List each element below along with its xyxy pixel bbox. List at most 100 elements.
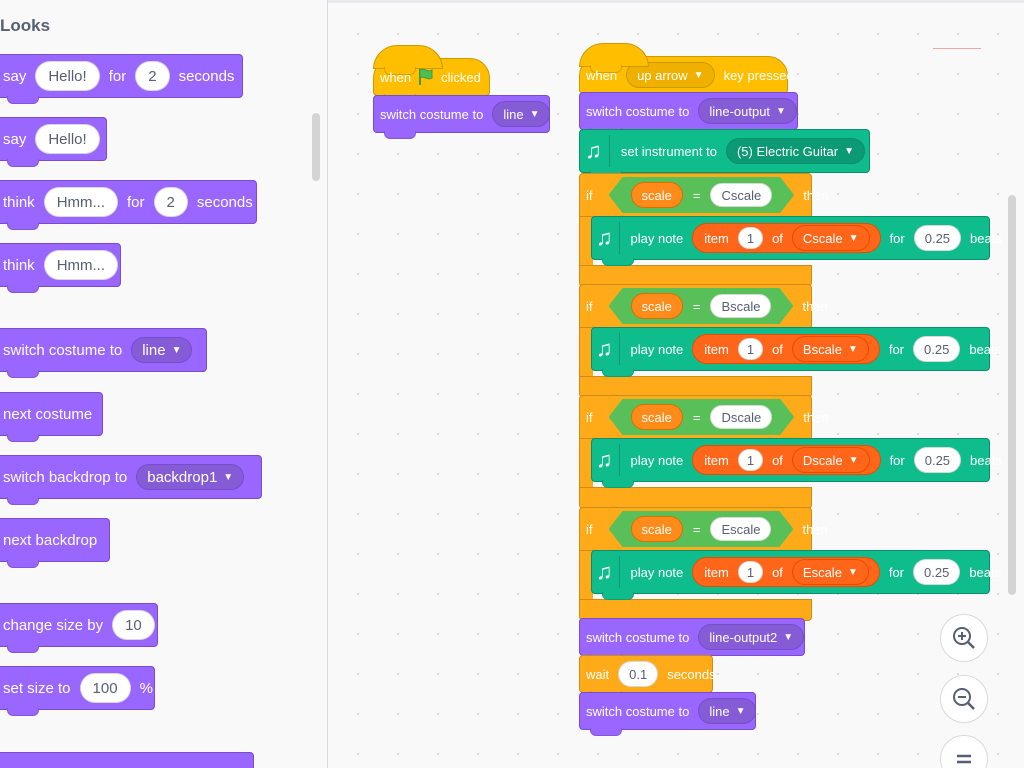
workspace-top-edge [328,0,1024,3]
beats-input[interactable]: 0.25 [913,225,962,251]
seconds-input[interactable]: 2 [153,187,188,217]
workspace-scrollbar[interactable] [1008,195,1016,595]
zoom-reset-button[interactable] [940,735,988,768]
item-of-list-reporter[interactable]: item 1 of Escale▼ [692,557,880,587]
if-arm [579,328,593,376]
chevron-down-icon: ▼ [847,566,858,578]
chevron-down-icon: ▼ [783,631,794,643]
chevron-down-icon: ▼ [171,344,182,356]
if-footer [579,487,812,509]
switch-costume-block[interactable]: switch costume to line▼ [373,95,551,139]
item-index-input[interactable]: 1 [737,449,764,471]
when-key-pressed-block[interactable]: when up arrow▼ key pressed [579,43,794,100]
costume-dropdown[interactable]: line▼ [492,101,551,127]
list-dropdown[interactable]: Escale▼ [791,559,869,585]
message-input[interactable]: Hello! [35,61,100,91]
size-change-input[interactable]: 10 [112,610,155,640]
item-of-list-reporter[interactable]: item 1 of Dscale▼ [692,445,881,475]
think-for-secs-block[interactable]: think Hmm... for 2 seconds [0,180,257,230]
chevron-down-icon: ▼ [844,145,854,157]
zoom-out-button[interactable] [940,675,988,723]
list-dropdown[interactable]: Dscale▼ [791,447,870,473]
beats-input[interactable]: 0.25 [913,447,962,473]
scale-variable[interactable]: scale [631,516,683,542]
equals-operator[interactable]: scale = Bscale [609,288,794,324]
scale-compare-input[interactable]: Escale [710,517,771,541]
partial-looks-block[interactable] [0,752,254,768]
wait-block[interactable]: wait 0.1 seconds [579,655,716,699]
equals-operator[interactable]: scale = Escale [609,511,794,547]
costume-dropdown[interactable]: line-output▼ [698,98,797,124]
if-header[interactable]: if scale = Cscale then [579,173,829,217]
beats-input[interactable]: 0.25 [913,559,961,585]
palette-category-title: Looks [0,16,51,35]
when-flag-clicked-block[interactable]: when clicked [373,45,490,102]
green-flag-icon [419,68,433,85]
chevron-down-icon: ▼ [848,232,859,244]
item-of-list-reporter[interactable]: item 1 of Bscale▼ [692,334,880,364]
costume-dropdown[interactable]: line▼ [698,698,757,724]
list-dropdown[interactable]: Bscale▼ [791,336,869,362]
backdrop-dropdown[interactable]: backdrop1▼ [136,464,245,490]
if-header[interactable]: if scale = Dscale then [579,395,829,439]
say-for-secs-block[interactable]: say Hello! for 2 seconds [0,54,243,104]
equals-operator[interactable]: scale = Dscale [609,399,795,435]
if-arm [579,439,593,487]
switch-costume-block[interactable]: switch costume to line▼ [0,328,207,378]
size-input[interactable]: 100 [79,673,131,703]
chevron-down-icon: ▼ [223,471,234,483]
if-header[interactable]: if scale = Bscale then [579,284,828,328]
wait-seconds-input[interactable]: 0.1 [618,661,659,687]
if-arm [579,217,593,265]
play-note-block[interactable]: ♫ play note item 1 of Escale▼ for 0.25 b… [591,550,1001,600]
scale-variable[interactable]: scale [631,404,683,430]
scale-variable[interactable]: scale [631,293,683,319]
scale-compare-input[interactable]: Cscale [710,183,772,207]
change-size-block[interactable]: change size by 10 [0,603,158,653]
hat-cap [373,45,443,75]
play-note-block[interactable]: ♫ play note item 1 of Dscale▼ for 0.25 b… [591,438,1002,488]
switch-costume-block[interactable]: switch costume to line-output▼ [579,92,798,136]
chevron-down-icon: ▼ [529,108,540,120]
item-index-input[interactable]: 1 [737,227,764,249]
music-notes-icon: ♫ [584,135,610,167]
item-index-input[interactable]: 1 [737,561,764,583]
chevron-down-icon: ▼ [776,105,786,117]
switch-backdrop-block[interactable]: switch backdrop to backdrop1▼ [0,455,262,505]
set-instrument-block[interactable]: ♫ set instrument to (5) Electric Guitar▼ [579,129,870,179]
switch-costume-block[interactable]: switch costume to line▼ [579,692,757,736]
chevron-down-icon: ▼ [735,705,746,717]
instrument-dropdown[interactable]: (5) Electric Guitar▼ [725,138,865,164]
switch-costume-block[interactable]: switch costume to line-output2▼ [579,618,805,662]
if-header[interactable]: if scale = Escale then [579,507,828,551]
costume-dropdown[interactable]: line-output2▼ [698,624,805,650]
message-input[interactable]: Hello! [35,124,100,154]
music-notes-icon: ♫ [596,333,620,365]
set-size-block[interactable]: set size to 100 % [0,666,155,716]
think-block[interactable]: think Hmm... [0,243,121,293]
zoom-in-button[interactable] [940,614,988,662]
music-notes-icon: ♫ [596,556,620,588]
next-backdrop-block[interactable]: next backdrop [0,518,110,568]
chevron-down-icon: ▼ [693,69,704,81]
scale-variable[interactable]: scale [631,182,683,208]
equals-operator[interactable]: scale = Cscale [609,177,795,213]
next-costume-block[interactable]: next costume [0,392,103,442]
scale-compare-input[interactable]: Bscale [710,294,771,318]
message-input[interactable]: Hmm... [43,187,119,217]
scale-compare-input[interactable]: Dscale [710,405,772,429]
zoom-reset-icon [957,754,971,764]
message-input[interactable]: Hmm... [43,250,119,280]
say-block[interactable]: say Hello! [0,117,107,167]
item-index-input[interactable]: 1 [737,338,764,360]
beats-input[interactable]: 0.25 [913,336,961,362]
list-dropdown[interactable]: Cscale▼ [791,225,870,251]
seconds-input[interactable]: 2 [135,61,170,91]
costume-dropdown[interactable]: line▼ [131,337,193,363]
item-of-list-reporter[interactable]: item 1 of Cscale▼ [692,223,881,253]
chevron-down-icon: ▼ [847,343,858,355]
play-note-block[interactable]: ♫ play note item 1 of Bscale▼ for 0.25 b… [591,327,1001,377]
hat-cap [579,43,649,73]
play-note-block[interactable]: ♫ play note item 1 of Cscale▼ for 0.25 b… [591,216,1002,266]
palette-scrollbar[interactable] [312,113,320,181]
